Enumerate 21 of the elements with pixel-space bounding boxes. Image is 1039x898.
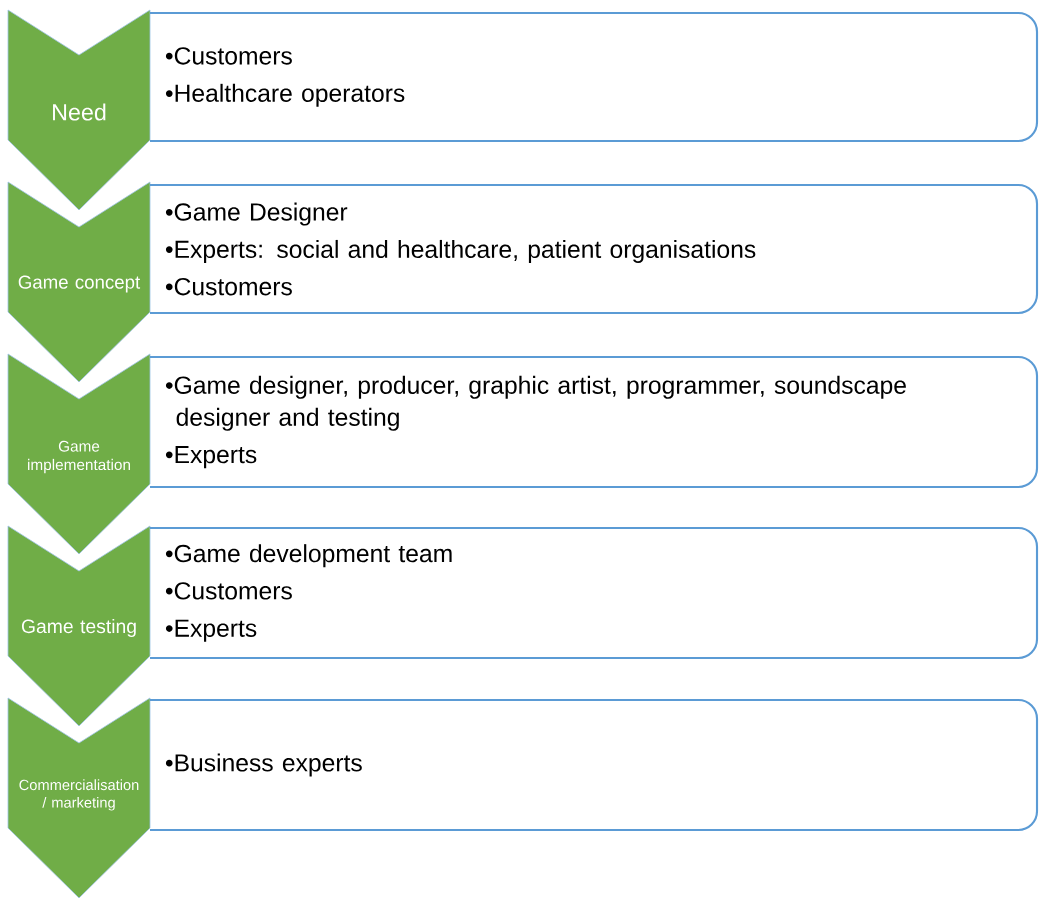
list-item: •Game Designer — [165, 202, 348, 226]
list-item: •Experts: social and healthcare, patient organisations — [165, 239, 756, 263]
list-item: •Experts — [165, 619, 257, 642]
stage-banner: Commercialisation / marketing — [7, 697, 151, 898]
list-item: •Customers — [165, 582, 292, 600]
list-box — [150, 11, 1039, 143]
list-item: •Game development team — [165, 544, 452, 568]
list-item: •Customers — [165, 47, 292, 65]
stage-banner: Game testing — [7, 525, 151, 727]
list-item: •Game designer, producer, graphic artist, programmer, soundscape designer and testing — [165, 375, 906, 431]
stage-banner: Need — [7, 9, 151, 211]
stage-banner: Game implementation — [7, 353, 151, 555]
list-item: •Business experts — [165, 753, 362, 777]
list-box — [150, 698, 1039, 832]
list-box — [150, 355, 1039, 489]
list-item: •Experts — [165, 446, 257, 469]
list-box — [150, 526, 1039, 660]
stage-banner: Game concept — [7, 181, 151, 383]
list-item: •Healthcare operators — [165, 83, 405, 107]
list-box — [150, 183, 1039, 315]
list-item: •Customers — [165, 277, 292, 296]
